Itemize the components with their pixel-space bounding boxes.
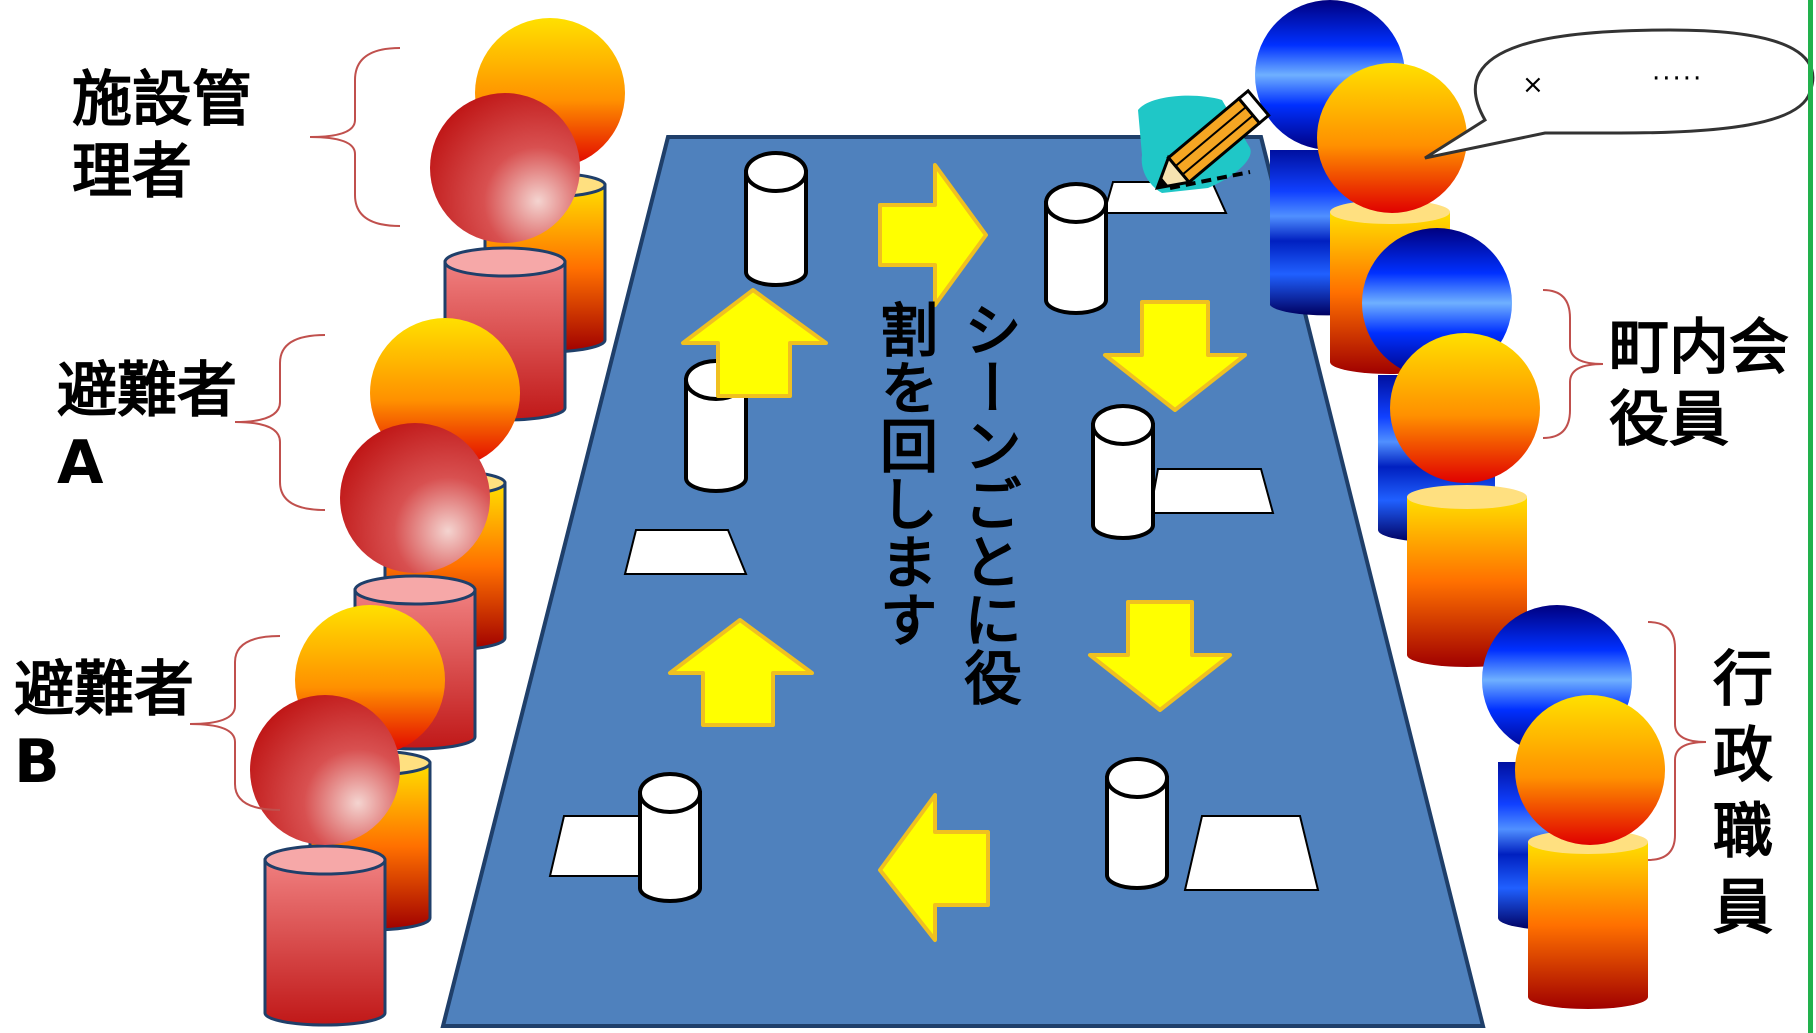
table-paper-bottom-right — [1183, 815, 1320, 891]
right-edge-line — [1808, 0, 1813, 1033]
table-cup-top-left — [744, 151, 808, 287]
label-government-staff: 行 政 職 員 — [1713, 645, 1773, 943]
bracket-evacuee-b — [189, 635, 281, 811]
person-neighborhood-officer-front — [1390, 333, 1540, 667]
table-cup-top-right — [1044, 182, 1108, 315]
table-cup-bottom-right — [1105, 757, 1169, 890]
label-evacuee-b: 避難者 B — [14, 655, 194, 797]
table-cup-bottom-left — [638, 772, 702, 903]
arrow-down-lower — [1088, 600, 1232, 712]
arrow-up-lower — [668, 618, 814, 727]
speech-bubble — [1424, 28, 1815, 160]
arrow-down-upper — [1103, 300, 1247, 412]
arrow-up-upper — [681, 288, 828, 398]
person-evacuee-b-front — [250, 695, 400, 1027]
label-neighborhood-officer: 町内会 役員 — [1609, 313, 1789, 455]
arrow-right — [878, 163, 988, 307]
bracket-facility-manager — [309, 47, 401, 227]
label-evacuee-a: 避難者 A — [57, 356, 237, 498]
pencil-memo-icon — [1138, 88, 1271, 193]
person-government-front — [1515, 695, 1665, 1009]
table-paper-mid-left — [623, 529, 748, 575]
table-paper-mid-right — [1148, 468, 1275, 514]
bracket-neighborhood-officer — [1542, 289, 1604, 439]
bubble-mark: × — [1522, 70, 1544, 100]
center-instruction-text: シーンごとに役割を回します — [870, 300, 1022, 706]
arrow-left — [878, 793, 990, 942]
bracket-evacuee-a — [234, 334, 326, 511]
label-facility-manager: 施設管 理者 — [72, 65, 252, 207]
bracket-government-staff — [1647, 621, 1707, 861]
bubble-dots: ····· — [1652, 64, 1704, 94]
table-cup-mid-right — [1091, 404, 1155, 540]
table-paper-bottom-left — [548, 815, 641, 877]
